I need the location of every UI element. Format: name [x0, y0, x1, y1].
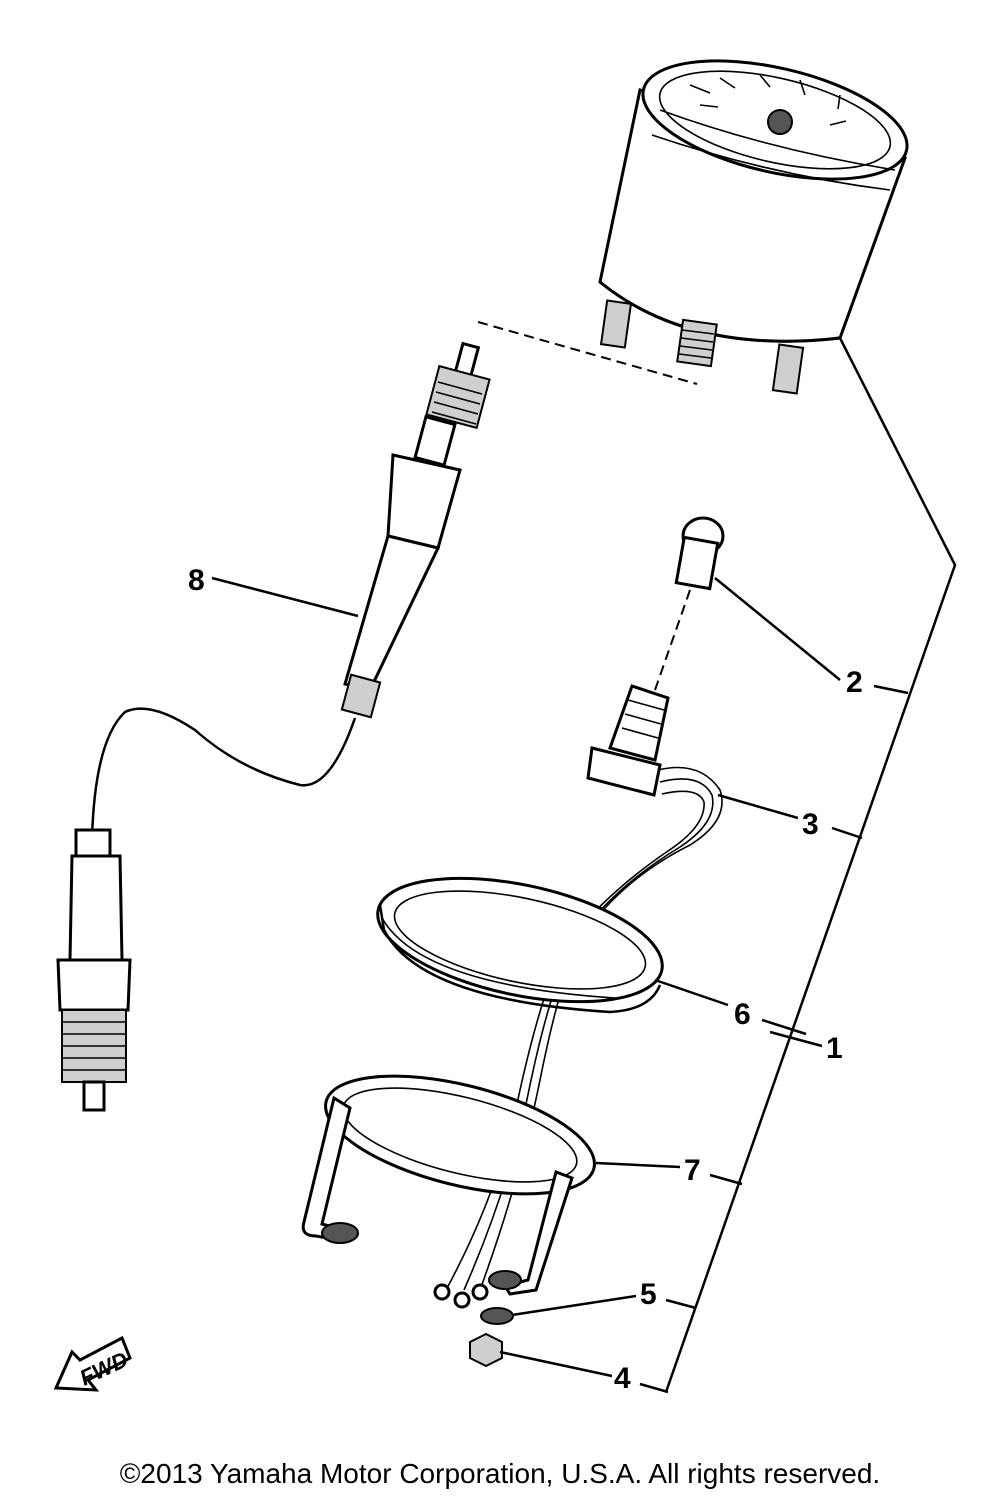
bulb-alignment-line: [654, 589, 691, 691]
callout-tick-5: [665, 1298, 697, 1310]
callout-tick-4: [639, 1382, 669, 1394]
callout-7: 7: [684, 1154, 701, 1187]
callout-4: 4: [614, 1362, 631, 1395]
callout-leader-4: [499, 1350, 613, 1378]
callout-3: 3: [802, 808, 819, 841]
callout-leader-5: [511, 1294, 637, 1317]
meter-assembly: [598, 59, 909, 395]
meter-cable: [340, 341, 491, 719]
reference-line-1: [664, 337, 957, 1393]
meter-bracket: [301, 1074, 596, 1296]
callout-6: 6: [734, 998, 751, 1031]
callout-tick-2: [873, 684, 909, 695]
fwd-direction-arrow: FWD: [53, 1335, 132, 1392]
damper-ring: [376, 876, 664, 1014]
callout-8: 8: [188, 564, 205, 597]
callout-leader-6: [654, 978, 729, 1007]
callout-leader-3: [717, 793, 799, 820]
callout-leader-7: [595, 1161, 681, 1169]
callout-5: 5: [640, 1278, 657, 1311]
callout-leader-2: [714, 577, 841, 681]
meter-stud-right: [771, 343, 805, 395]
spark-plug: [56, 828, 132, 1112]
copyright-notice: ©2013 Yamaha Motor Corporation, U.S.A. A…: [119, 1458, 881, 1489]
meter-stud-left: [599, 299, 633, 349]
callout-2: 2: [846, 666, 863, 699]
cable-alignment-line: [477, 321, 698, 385]
meter-cable-wire: [90, 707, 357, 839]
callout-tick-7: [709, 1173, 743, 1186]
callout-tick-6: [761, 1018, 807, 1036]
nut: [469, 1332, 503, 1368]
callout-leader-1: [769, 1030, 823, 1048]
callout-1: 1: [826, 1032, 843, 1065]
meter-cable-socket: [676, 318, 718, 368]
meter-dial-face: [689, 74, 847, 135]
bulb: [674, 516, 725, 591]
callout-tick-3: [831, 826, 863, 840]
spring-washer: [480, 1307, 514, 1325]
callout-leader-8: [211, 576, 359, 618]
